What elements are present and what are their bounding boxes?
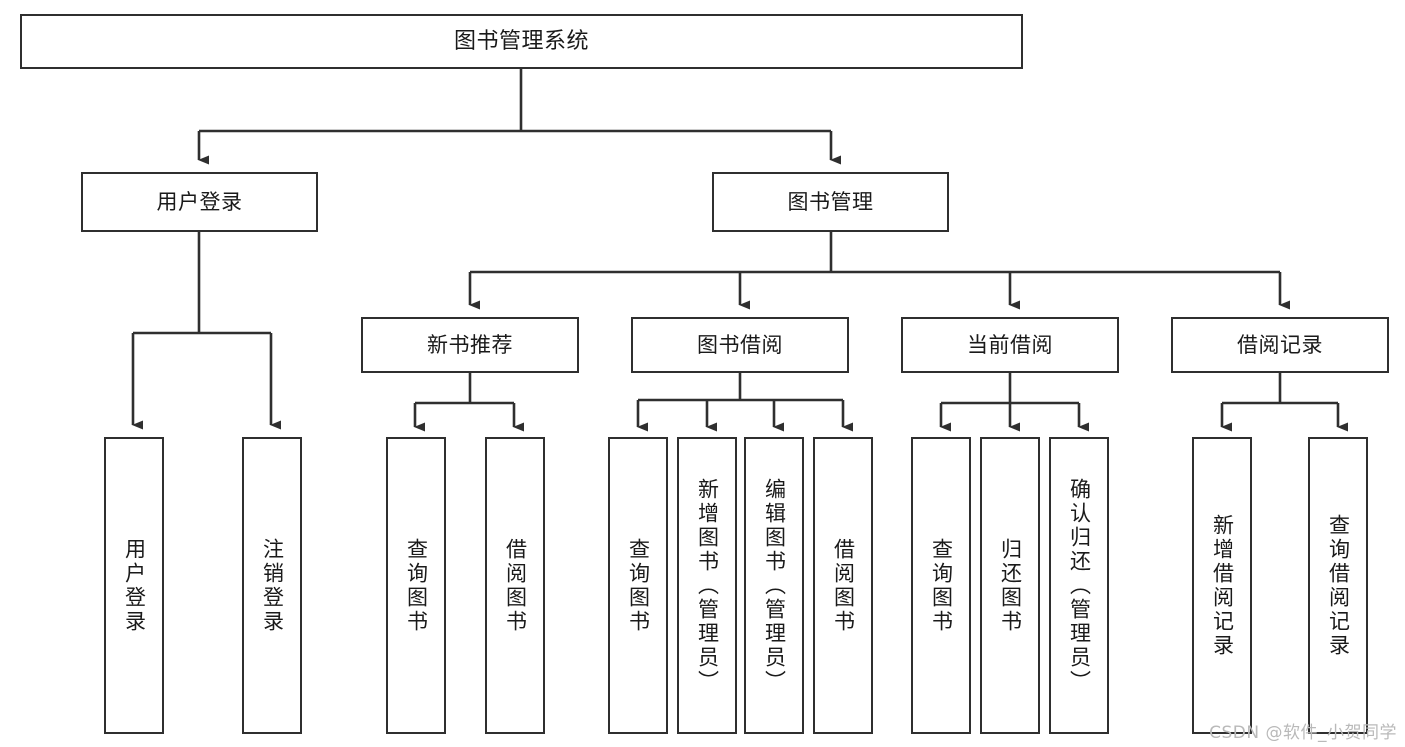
node-user-login[interactable]: 用户登录 xyxy=(81,172,318,232)
csdn-watermark: CSDN @软件_小贺同学 xyxy=(1209,723,1397,743)
node-label: 归还图书 xyxy=(998,537,1023,634)
node-label: 用户登录 xyxy=(122,537,147,634)
leaf-confirm-return-admin[interactable]: 确认归还（管理员） xyxy=(1049,437,1109,734)
node-label: 新书推荐 xyxy=(427,332,513,357)
leaf-borrow-book-recommend[interactable]: 借阅图书 xyxy=(485,437,545,734)
node-label: 当前借阅 xyxy=(967,332,1053,357)
node-label: 确认归还（管理员） xyxy=(1067,477,1092,694)
leaf-return-book[interactable]: 归还图书 xyxy=(980,437,1040,734)
node-current-borrow[interactable]: 当前借阅 xyxy=(901,317,1119,373)
node-new-book-recommend[interactable]: 新书推荐 xyxy=(361,317,579,373)
leaf-borrow-book-borrow[interactable]: 借阅图书 xyxy=(813,437,873,734)
node-label: 用户登录 xyxy=(156,189,243,214)
leaf-logout-login[interactable]: 注销登录 xyxy=(242,437,302,734)
node-root-book-management-system[interactable]: 图书管理系统 xyxy=(20,14,1023,69)
node-label: 注销登录 xyxy=(260,537,285,634)
node-label: 图书管理系统 xyxy=(453,28,589,54)
leaf-query-book-recommend[interactable]: 查询图书 xyxy=(386,437,446,734)
node-label: 查询图书 xyxy=(404,537,429,634)
leaf-query-borrow-record[interactable]: 查询借阅记录 xyxy=(1308,437,1368,734)
leaf-user-login[interactable]: 用户登录 xyxy=(104,437,164,734)
node-label: 图书借阅 xyxy=(697,332,783,357)
node-label: 借阅图书 xyxy=(503,537,528,634)
node-label: 查询图书 xyxy=(626,537,651,634)
leaf-add-borrow-record[interactable]: 新增借阅记录 xyxy=(1192,437,1252,734)
node-book-admin[interactable]: 图书管理 xyxy=(712,172,949,232)
node-label: 查询图书 xyxy=(929,537,954,634)
node-label: 新增图书（管理员） xyxy=(695,477,720,694)
node-book-borrow[interactable]: 图书借阅 xyxy=(631,317,849,373)
leaf-edit-book-admin[interactable]: 编辑图书（管理员） xyxy=(744,437,804,734)
node-label: 借阅记录 xyxy=(1237,332,1323,357)
leaf-add-book-admin[interactable]: 新增图书（管理员） xyxy=(677,437,737,734)
node-borrow-record[interactable]: 借阅记录 xyxy=(1171,317,1389,373)
node-label: 编辑图书（管理员） xyxy=(762,477,787,694)
node-label: 图书管理 xyxy=(787,189,874,214)
node-label: 新增借阅记录 xyxy=(1210,513,1235,658)
leaf-query-book-current[interactable]: 查询图书 xyxy=(911,437,971,734)
leaf-query-book-borrow[interactable]: 查询图书 xyxy=(608,437,668,734)
node-label: 查询借阅记录 xyxy=(1326,513,1351,658)
node-label: 借阅图书 xyxy=(831,537,856,634)
